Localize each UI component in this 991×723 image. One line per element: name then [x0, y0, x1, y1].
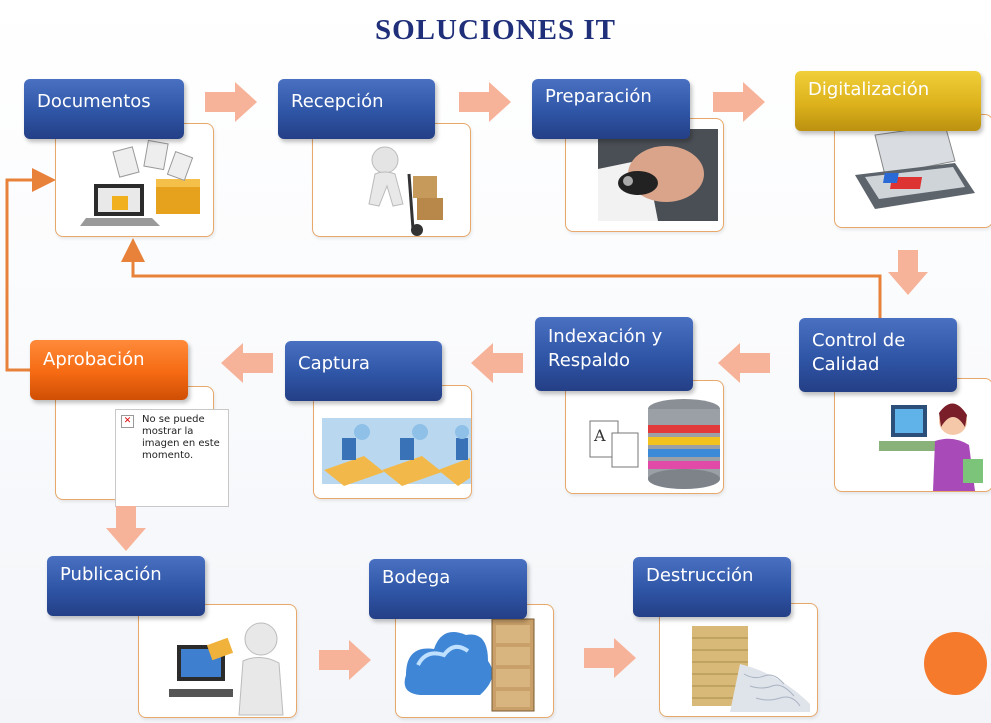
svg-text:A: A — [593, 426, 606, 445]
step-destruccion-label: Destrucción — [646, 565, 754, 586]
step-bodega-label: Bodega — [382, 567, 451, 588]
x-icon: ✕ — [121, 415, 134, 428]
person-hand-truck-icon — [368, 146, 443, 236]
arrow-right-1 — [205, 82, 257, 122]
recepcion-card — [312, 123, 471, 237]
broken-image-text: No se puede mostrar la imagen en este mo… — [142, 414, 220, 461]
indexacion-card: A — [565, 380, 724, 494]
step-control-label: Control de Calidad — [812, 330, 906, 375]
step-documentos-label: Documentos — [37, 91, 151, 112]
step-preparacion-label: Preparación — [545, 86, 652, 107]
step-control[interactable]: Control de Calidad — [799, 318, 957, 392]
arrow-right-5 — [584, 638, 636, 678]
publicacion-card — [138, 604, 297, 718]
stapler-remover-photo — [598, 129, 718, 221]
step-captura-label: Captura — [298, 353, 370, 374]
step-aprobacion-label: Aprobación — [43, 349, 145, 370]
documentos-card — [55, 123, 214, 237]
arrow-down-1 — [888, 250, 928, 295]
page-title: SOLUCIONES IT — [374, 14, 617, 46]
broken-image-placeholder: ✕ No se puede mostrar la imagen en este … — [115, 409, 229, 507]
person-computer-icon — [169, 622, 284, 716]
step-recepcion[interactable]: Recepción — [278, 79, 435, 139]
arrow-left-1 — [718, 343, 770, 383]
arrow-right-4 — [319, 640, 371, 680]
step-captura[interactable]: Captura — [285, 341, 442, 401]
step-documentos[interactable]: Documentos — [24, 79, 184, 139]
step-indexacion-label: Indexación y Respaldo — [548, 326, 663, 371]
shredded-paper-icon — [692, 626, 810, 712]
arrow-down-2 — [106, 506, 146, 551]
step-preparacion[interactable]: Preparación — [532, 79, 690, 139]
arrow-right-3 — [713, 82, 765, 122]
scanner-icon — [855, 124, 975, 209]
step-destruccion[interactable]: Destrucción — [633, 557, 791, 617]
documents-laptop-icon — [80, 139, 200, 226]
control-card — [834, 378, 991, 492]
step-recepcion-label: Recepción — [291, 91, 384, 112]
destruccion-card — [659, 603, 818, 717]
step-aprobacion[interactable]: Aprobación — [30, 340, 188, 400]
step-publicacion-label: Publicación — [60, 564, 162, 585]
arrow-left-2 — [471, 343, 523, 383]
step-digitalizacion-label: Digitalización — [808, 79, 930, 100]
step-publicacion[interactable]: Publicación — [47, 556, 205, 616]
woman-at-computer-icon — [879, 403, 983, 491]
step-bodega[interactable]: Bodega — [369, 559, 527, 619]
workstations-icon — [322, 418, 471, 486]
database-icon: A — [589, 399, 720, 489]
captura-card — [313, 385, 472, 499]
step-indexacion[interactable]: Indexación y Respaldo — [535, 317, 693, 391]
orange-circle-decoration — [924, 632, 987, 695]
step-digitalizacion[interactable]: Digitalización — [795, 71, 981, 131]
digitalizacion-card — [834, 114, 991, 228]
arrow-right-2 — [459, 82, 511, 122]
bodega-card — [395, 604, 554, 718]
arrow-left-3 — [221, 343, 273, 383]
cloud-cabinet-icon — [404, 618, 535, 712]
